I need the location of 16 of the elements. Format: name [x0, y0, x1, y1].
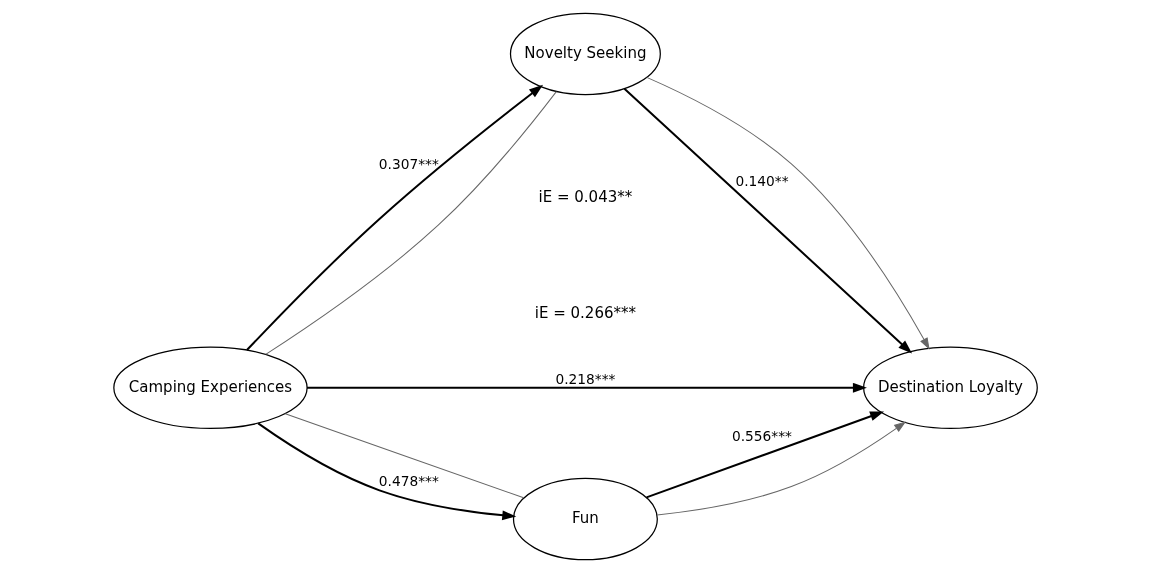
edge-label: 0.307*** [378, 155, 439, 172]
edge-label: 0.140** [735, 173, 789, 190]
edge-label: 0.556*** [731, 428, 792, 445]
node-ellipse: Fun [512, 477, 658, 561]
arrow [623, 87, 913, 354]
arrow [646, 76, 930, 349]
arrow [645, 411, 885, 499]
connector [284, 413, 525, 499]
label: iE = 0.043** [538, 187, 633, 206]
arrow [306, 382, 867, 393]
arrow [257, 422, 517, 521]
label: iE = 0.266*** [534, 303, 637, 322]
node-ellipse: Camping Experiences [113, 346, 308, 430]
edge-label: 0.478*** [378, 473, 439, 490]
edge-label: 0.218*** [555, 370, 616, 387]
arrow [656, 421, 906, 516]
